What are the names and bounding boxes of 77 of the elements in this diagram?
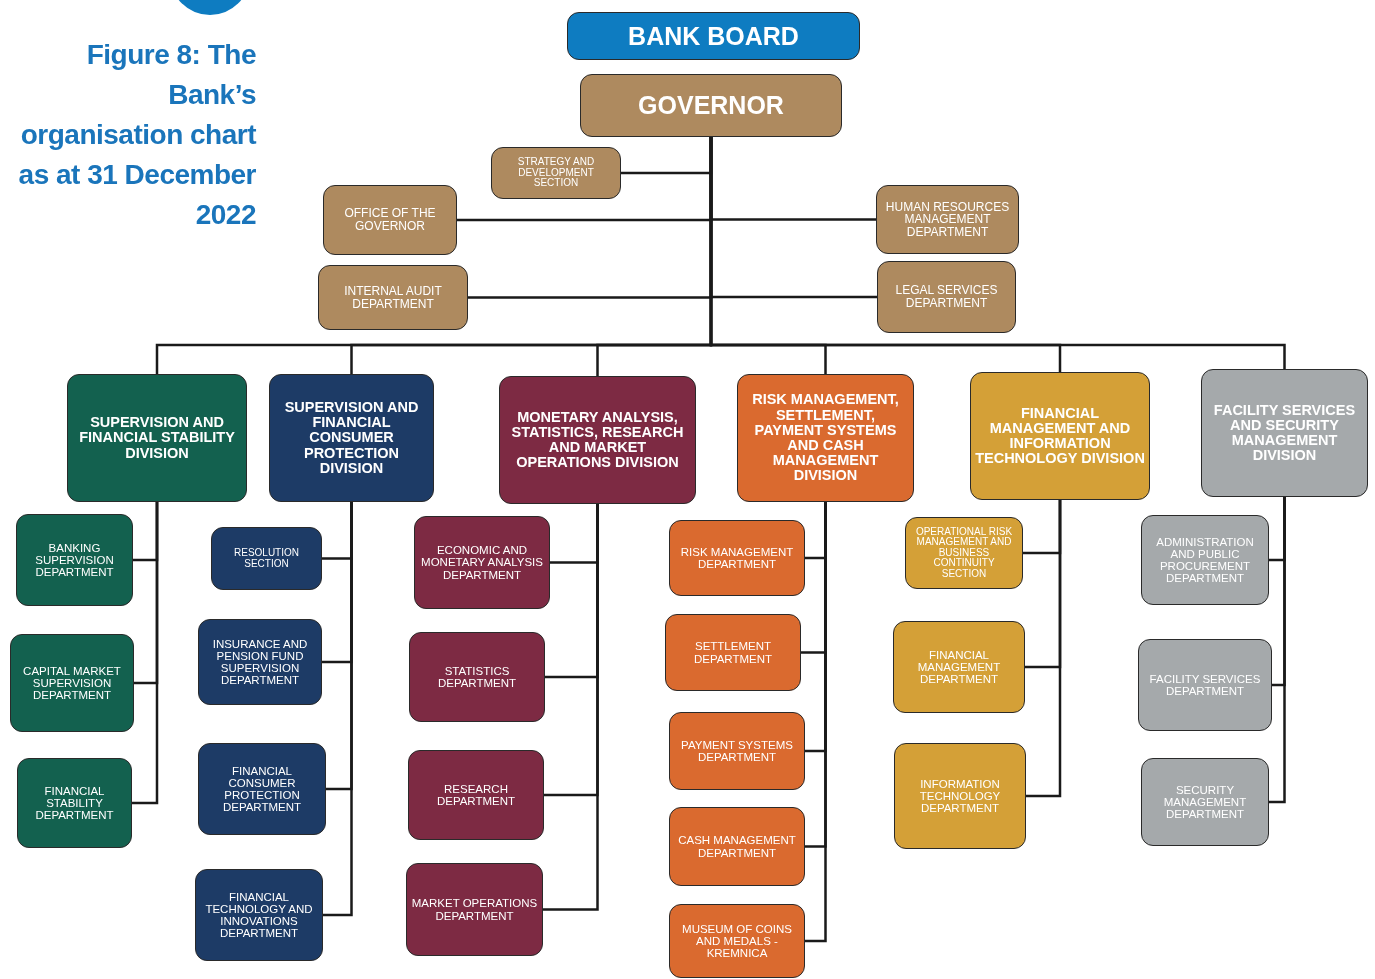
division-box bbox=[737, 374, 914, 502]
box-label: INFORMATION TECHNOLOGY DEPARTMENT bbox=[918, 777, 1002, 815]
box-label: ADMINISTRATION AND PUBLIC PROCUREMENT DEPARTMENT bbox=[1155, 535, 1255, 585]
department-box bbox=[409, 632, 545, 722]
box-label: RESOLUTION SECTION bbox=[233, 548, 300, 569]
unit-box bbox=[318, 265, 468, 330]
box-label: SUPERVISION AND FINANCIAL CONSUMER PROTECTION DIVISION bbox=[283, 399, 420, 477]
department-box bbox=[195, 869, 323, 961]
department-box bbox=[414, 516, 550, 609]
figure-title: Figure 8: The Bank’s organisation chart as at 31 December 2022 bbox=[17, 38, 256, 232]
unit-box bbox=[877, 261, 1016, 333]
box-label: HUMAN RESOURCES MANAGEMENT DEPARTMENT bbox=[884, 200, 1011, 239]
department-box bbox=[665, 614, 801, 691]
box-label: PAYMENT SYSTEMS DEPARTMENT bbox=[680, 738, 794, 764]
department-box bbox=[198, 619, 322, 705]
department-box bbox=[669, 520, 805, 596]
department-box bbox=[408, 750, 544, 840]
box-label: BANK BOARD bbox=[628, 22, 799, 50]
section-box bbox=[211, 527, 322, 590]
connector-line bbox=[132, 502, 159, 805]
box-label: FINANCIAL CONSUMER PROTECTION DEPARTMENT bbox=[221, 764, 303, 814]
department-box bbox=[16, 514, 133, 606]
box-label: SUPERVISION AND FINANCIAL STABILITY DIVISION bbox=[78, 415, 236, 461]
box-label: FINANCIAL MANAGEMENT DEPARTMENT bbox=[916, 648, 1002, 686]
box-label: MONETARY ANALYSIS, STATISTICS, RESEARCH AND MARKET OPERATIONS DIVISION bbox=[510, 409, 685, 471]
department-box bbox=[10, 634, 134, 732]
box-label: FINANCIAL STABILITY DEPARTMENT bbox=[34, 784, 115, 822]
unit-box bbox=[491, 147, 621, 199]
box-label: INTERNAL AUDIT DEPARTMENT bbox=[343, 284, 443, 311]
connector-line bbox=[543, 504, 599, 911]
governor-box bbox=[580, 74, 842, 137]
box-label: OPERATIONAL RISK MANAGEMENT AND BUSINESS CONTINUITY SECTION bbox=[914, 526, 1014, 580]
board-box bbox=[567, 12, 860, 60]
box-label: SECURITY MANAGEMENT DEPARTMENT bbox=[1162, 783, 1248, 821]
box-label: MUSEUM OF COINS AND MEDALS - KREMNICA bbox=[681, 922, 793, 960]
box-label: OFFICE OF THE GOVERNOR bbox=[343, 207, 437, 233]
department-box bbox=[669, 712, 805, 790]
division-box bbox=[970, 372, 1150, 500]
box-label: LEGAL SERVICES DEPARTMENT bbox=[894, 284, 999, 310]
box-label: ECONOMIC AND MONETARY ANALYSIS DEPARTMENT bbox=[420, 544, 544, 581]
box-label: FINANCIAL TECHNOLOGY AND INNOVATIONS DEPARTMENT bbox=[204, 890, 314, 940]
department-box bbox=[406, 863, 543, 956]
department-box bbox=[17, 758, 132, 848]
box-label: BANKING SUPERVISION DEPARTMENT bbox=[34, 541, 115, 579]
unit-box bbox=[323, 185, 457, 255]
division-box bbox=[1201, 369, 1368, 497]
box-label: GOVERNOR bbox=[638, 92, 784, 119]
connector-line bbox=[323, 502, 353, 917]
connector-line bbox=[1269, 497, 1286, 804]
department-box bbox=[1141, 515, 1269, 605]
box-label: RESEARCH DEPARTMENT bbox=[435, 782, 517, 808]
department-box bbox=[669, 904, 805, 978]
box-label: CASH MANAGEMENT DEPARTMENT bbox=[677, 834, 797, 859]
box-label: INSURANCE AND PENSION FUND SUPERVISION DEPARTMENT bbox=[211, 637, 309, 687]
department-box bbox=[1141, 758, 1269, 846]
division-box bbox=[269, 374, 434, 502]
section-box bbox=[905, 517, 1023, 589]
division-box bbox=[499, 376, 696, 504]
division-box bbox=[67, 374, 247, 502]
box-label: STRATEGY AND DEVELOPMENT SECTION bbox=[516, 157, 596, 189]
department-box bbox=[894, 743, 1026, 849]
department-box bbox=[1138, 639, 1272, 731]
department-box bbox=[669, 807, 805, 886]
box-label: MARKET OPERATIONS DEPARTMENT bbox=[411, 897, 538, 922]
unit-box bbox=[876, 185, 1019, 254]
connector-line bbox=[1026, 500, 1062, 798]
box-label: RISK MANAGEMENT, SETTLEMENT, PAYMENT SYSTEMS AND CASH MANAGEMENT DIVISION bbox=[751, 392, 900, 484]
connector-line bbox=[805, 502, 827, 943]
box-label: SETTLEMENT DEPARTMENT bbox=[692, 640, 774, 665]
department-box bbox=[893, 621, 1025, 713]
box-label: FACILITY SERVICES DEPARTMENT bbox=[1148, 672, 1262, 698]
box-label: FACILITY SERVICES AND SECURITY MANAGEMENT DIVISION bbox=[1212, 402, 1357, 464]
box-label: RISK MANAGEMENT DEPARTMENT bbox=[679, 545, 795, 571]
box-label: CAPITAL MARKET SUPERVISION DEPARTMENT bbox=[22, 664, 122, 702]
box-label: FINANCIAL MANAGEMENT AND INFORMATION TECHNOLOGY DIVISION bbox=[975, 405, 1145, 467]
department-box bbox=[198, 743, 326, 835]
box-label: STATISTICS DEPARTMENT bbox=[436, 664, 518, 690]
